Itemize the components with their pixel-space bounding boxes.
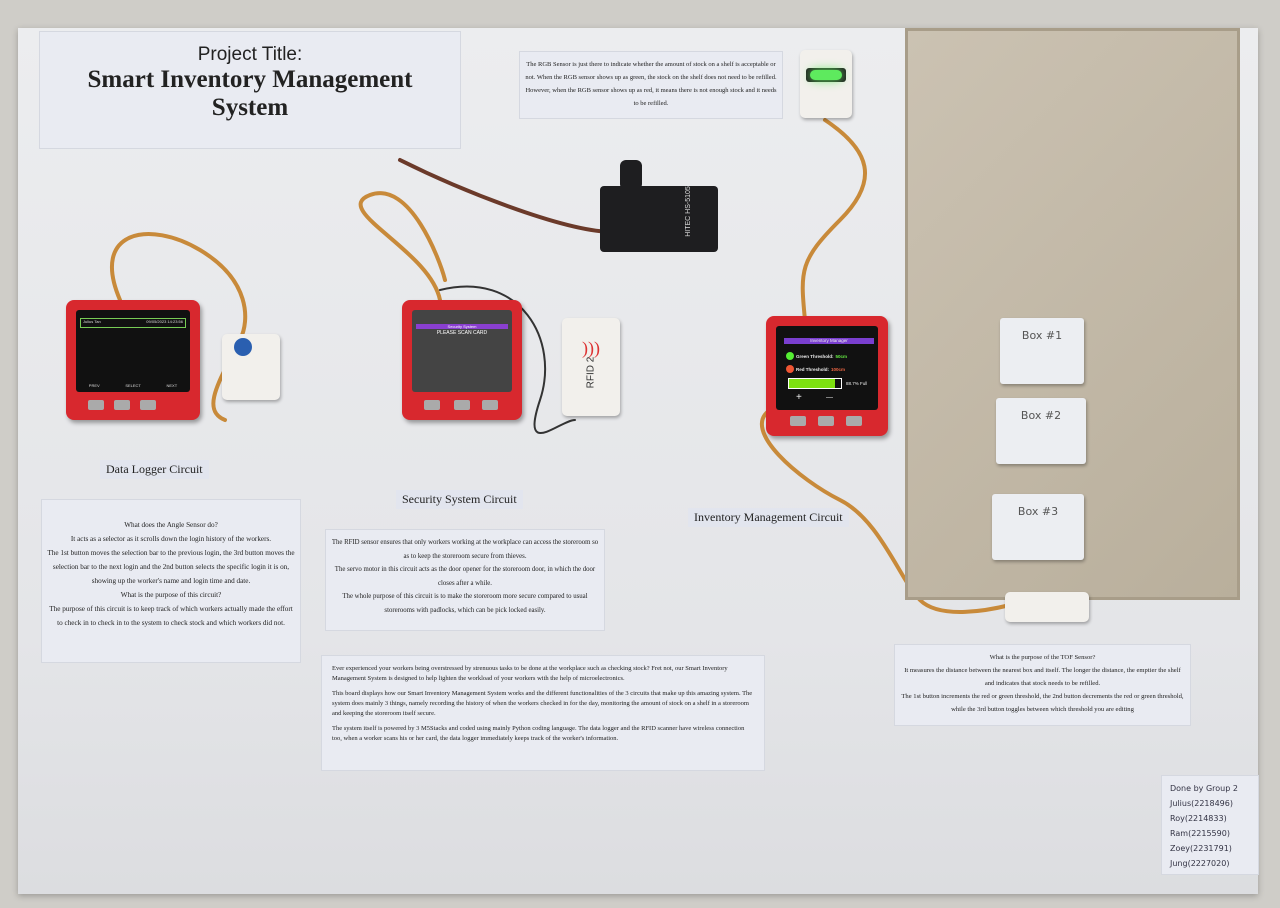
text-p: The 1st button moves the selection bar t… bbox=[47, 549, 295, 585]
rfid-reader[interactable]: ))) RFID 2 bbox=[562, 318, 620, 416]
text-p: What is the purpose of this circuit? bbox=[120, 591, 222, 599]
tof-sensor bbox=[1005, 592, 1089, 622]
member: Zoey(2231791) bbox=[1170, 844, 1232, 853]
security-text: The RFID sensor ensures that only worker… bbox=[326, 530, 604, 630]
servo-label: HITEC HS-5105 bbox=[685, 186, 693, 237]
box-2: Box #2 bbox=[996, 398, 1086, 464]
minus-label: — bbox=[826, 394, 833, 401]
button-a[interactable] bbox=[790, 416, 806, 426]
button-a[interactable] bbox=[424, 400, 440, 410]
button-b[interactable] bbox=[818, 416, 834, 426]
prev-label: PREV bbox=[88, 383, 100, 388]
wire-rgb bbox=[800, 118, 868, 322]
button-b[interactable] bbox=[114, 400, 130, 410]
member: Ram(2215590) bbox=[1170, 829, 1230, 838]
wire-security bbox=[358, 191, 447, 302]
data-logger-device: Julius Tan 09/05/2023 14:23:56 PREV SELECT… bbox=[66, 300, 200, 420]
title-line3: System bbox=[211, 94, 289, 121]
servo-motor: HITEC HS-5105 bbox=[600, 160, 718, 252]
stock-fill-label: 88.7% Full bbox=[846, 381, 868, 386]
tof-text: What is the purpose of the TOF Sensor? It… bbox=[895, 645, 1190, 725]
security-screen-title: Security System bbox=[416, 324, 508, 329]
intro-text: Ever experienced your workers being over… bbox=[322, 656, 764, 770]
green-threshold-value: 50cm bbox=[835, 353, 848, 359]
text-p: The 1st button increments the red or gre… bbox=[901, 693, 1184, 713]
text-p: What does the Angle Sensor do? bbox=[124, 521, 218, 529]
credits-title: Done by Group 2 bbox=[1170, 784, 1238, 793]
title-line2: Smart Inventory Management bbox=[87, 66, 413, 93]
green-threshold-label: Green Threshold: bbox=[796, 353, 834, 359]
text-p: The servo motor in this circuit acts as … bbox=[334, 566, 596, 587]
rgb-note: The RGB Sensor is just there to indicate… bbox=[520, 52, 782, 118]
text-p: This board displays how our Smart Invent… bbox=[332, 690, 753, 717]
wire-tof bbox=[760, 408, 1012, 614]
inventory-device: Inventory Manager Green Threshold:50cm R… bbox=[766, 316, 888, 436]
title-line1: Project Title: bbox=[197, 44, 303, 65]
title-card: Project Title: Smart Inventory Managemen… bbox=[40, 32, 460, 148]
member: Roy(2214833) bbox=[1170, 814, 1227, 823]
credits-card: Done by Group 2 Julius(2218496) Roy(22148… bbox=[1162, 776, 1258, 874]
login-date: 09/05/2023 14:23:56 bbox=[146, 319, 183, 324]
login-name: Julius Tan bbox=[83, 319, 101, 324]
text-p: It measures the distance between the nea… bbox=[904, 667, 1181, 687]
data-logger-text: What does the Angle Sensor do? It acts as… bbox=[42, 500, 300, 662]
red-threshold-label: Red Threshold: bbox=[796, 366, 830, 372]
button-c[interactable] bbox=[140, 400, 156, 410]
member: Jung(2227020) bbox=[1170, 859, 1230, 868]
button-b[interactable] bbox=[454, 400, 470, 410]
plus-label: + bbox=[796, 392, 802, 403]
rgb-sensor bbox=[800, 50, 852, 118]
text-p: The system itself is powered by 3 M5Stac… bbox=[332, 725, 745, 742]
rgb-led bbox=[810, 70, 842, 80]
red-threshold-value: 100cm bbox=[831, 366, 846, 372]
box-1: Box #1 bbox=[1000, 318, 1084, 384]
box-3: Box #3 bbox=[992, 494, 1084, 560]
text-p: The whole purpose of this circuit is to … bbox=[342, 593, 588, 614]
text-p: The RFID sensor ensures that only worker… bbox=[331, 539, 599, 560]
security-label: Security System Circuit bbox=[396, 490, 523, 509]
scan-card-message: PLEASE SCAN CARD bbox=[436, 330, 488, 336]
button-c[interactable] bbox=[846, 416, 862, 426]
button-c[interactable] bbox=[482, 400, 498, 410]
angle-sensor[interactable] bbox=[222, 334, 280, 400]
button-a[interactable] bbox=[88, 400, 104, 410]
wire-servo bbox=[398, 158, 612, 234]
next-label: NEXT bbox=[166, 383, 178, 388]
text-p: Ever experienced your workers being over… bbox=[332, 665, 728, 682]
security-device: Security System PLEASE SCAN CARD bbox=[402, 300, 522, 420]
text-p: What is the purpose of the TOF Sensor? bbox=[989, 654, 1096, 661]
inventory-screen-title: Inventory Manager bbox=[784, 338, 874, 344]
data-logger-label: Data Logger Circuit bbox=[100, 460, 209, 479]
rfid-icon: ))) bbox=[582, 338, 600, 358]
member: Julius(2218496) bbox=[1170, 799, 1233, 808]
stock-fill-bar bbox=[788, 378, 842, 389]
text-p: The purpose of this circuit is to keep t… bbox=[49, 605, 293, 627]
inventory-label: Inventory Management Circuit bbox=[688, 508, 849, 527]
rfid-label: RFID 2 bbox=[585, 356, 597, 389]
text-p: It acts as a selector as it scrolls down… bbox=[70, 535, 272, 543]
select-label: SELECT bbox=[125, 383, 141, 388]
wire-logger bbox=[110, 232, 248, 342]
